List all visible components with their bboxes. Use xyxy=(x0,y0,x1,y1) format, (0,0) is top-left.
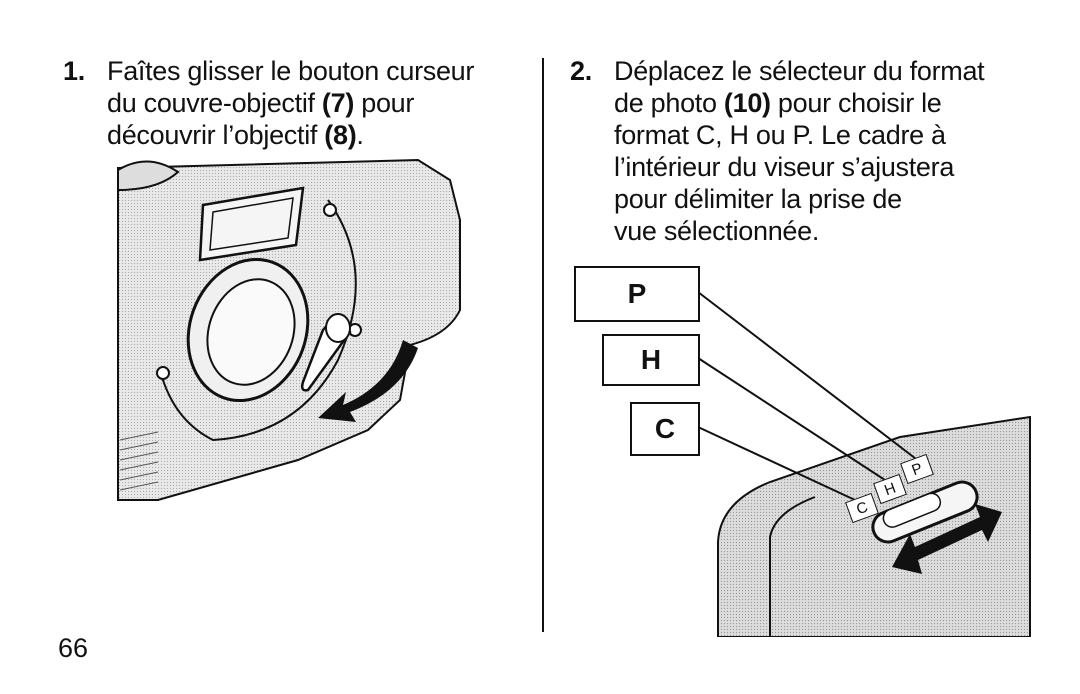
step-2-line-4: l’intérieur du viseur s’ajustera xyxy=(614,152,955,182)
switch-direction-arrow xyxy=(892,504,1002,574)
step-2-line-2-text: de photo xyxy=(614,88,724,118)
step-2-line-3: format C, H ou P. Le cadre à xyxy=(614,120,946,150)
cover-track xyxy=(159,199,357,442)
leader-p xyxy=(697,291,921,463)
step-2-line-5: pour délimiter la prise de xyxy=(614,184,902,214)
step-1-line-2-text: du couvre-objectif xyxy=(107,88,322,118)
format-label-c: C xyxy=(630,402,700,456)
step-1-line-2-end: pour xyxy=(354,88,415,118)
page-number: 66 xyxy=(58,633,89,663)
ref-10: (10) xyxy=(723,88,771,118)
step-2-number: 2. xyxy=(570,56,592,86)
slide-direction-arrow xyxy=(318,340,418,422)
ref-8: (8) xyxy=(324,120,357,150)
format-selector-illustration: P H C xyxy=(570,262,1035,637)
leader-h xyxy=(697,357,889,483)
step-2-line-2-end: pour choisir le xyxy=(770,88,942,118)
step-1-line-1: Faîtes glisser le bouton curseur xyxy=(107,56,475,86)
step-1-line-3: découvrir l’objectif (8). xyxy=(107,119,503,151)
step-1-line-3-end: . xyxy=(356,120,364,150)
leader-c xyxy=(697,426,856,501)
column-divider xyxy=(542,58,544,632)
step-1-number: 1. xyxy=(63,56,85,86)
lens-cover-illustration xyxy=(117,158,461,501)
format-label-h: H xyxy=(602,334,700,386)
step-2-line-2: de photo (10) pour choisir le xyxy=(614,87,1030,119)
step-2-line-1: Déplacez le sélecteur du format xyxy=(614,56,985,86)
step-1-line-2: du couvre-objectif (7) pour xyxy=(107,87,503,119)
format-selector-drawing xyxy=(697,291,1031,637)
step-1-line-3-text: découvrir l’objectif xyxy=(107,120,325,150)
ref-7: (7) xyxy=(321,88,355,118)
top-dial xyxy=(117,160,180,192)
format-label-p: P xyxy=(574,266,700,322)
viewfinder-window xyxy=(198,186,305,262)
step-2-line-6: vue sélectionnée. xyxy=(614,216,820,246)
step-1: 1. Faîtes glisser le bouton curseur du c… xyxy=(63,55,503,151)
step-2: 2. Déplacez le sélecteur du format de ph… xyxy=(570,55,1030,247)
